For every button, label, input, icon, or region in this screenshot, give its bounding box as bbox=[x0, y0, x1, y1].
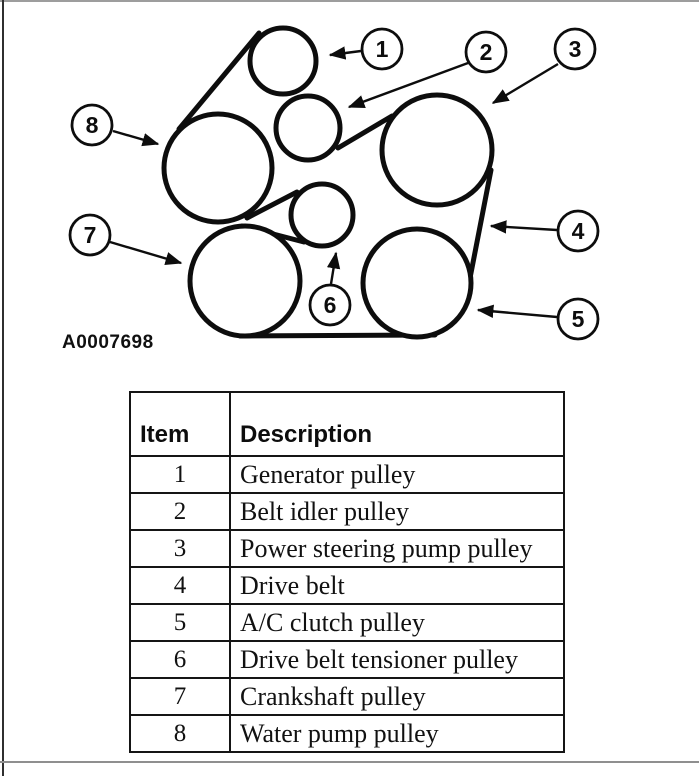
row-description: Generator pulley bbox=[229, 455, 565, 494]
legend-header-row: Item Description bbox=[129, 391, 565, 457]
belt-routing-diagram: 1 2 3 4 5 6 7 8 A0007698 bbox=[62, 25, 600, 353]
page-left-border bbox=[2, 0, 4, 776]
callout-6-label: 6 bbox=[324, 292, 337, 318]
row-description: Drive belt bbox=[229, 566, 565, 605]
callout-7-label: 7 bbox=[84, 222, 97, 248]
pulley-crankshaft bbox=[187, 223, 303, 339]
table-row: 7 Crankshaft pulley bbox=[129, 677, 565, 716]
callout-8-arrow bbox=[112, 129, 160, 147]
legend-header-item: Item bbox=[129, 391, 231, 457]
row-description: Power steering pump pulley bbox=[229, 529, 565, 568]
pulley-generator bbox=[247, 25, 319, 97]
row-description: Belt idler pulley bbox=[229, 492, 565, 531]
drive-belt-segment bbox=[335, 113, 395, 151]
callout-6-arrow bbox=[326, 251, 341, 285]
table-row: 4 Drive belt bbox=[129, 566, 565, 605]
callout-4-circle bbox=[556, 209, 600, 253]
table-row: 8 Water pump pulley bbox=[129, 714, 565, 753]
row-description: Crankshaft pulley bbox=[229, 677, 565, 716]
pulley-water-pump bbox=[161, 111, 275, 225]
callout-8-circle bbox=[70, 103, 114, 147]
callout-5-circle bbox=[556, 297, 600, 341]
legend-table: Item Description 1 Generator pulley 2 Be… bbox=[129, 391, 565, 753]
row-item-number: 1 bbox=[129, 455, 231, 494]
callout-7-circle bbox=[68, 213, 112, 257]
row-item-number: 5 bbox=[129, 603, 231, 642]
figure-code: A0007698 bbox=[62, 332, 154, 353]
row-description: Drive belt tensioner pulley bbox=[229, 640, 565, 679]
callout-2-arrow bbox=[347, 61, 469, 109]
drive-belt-segment bbox=[244, 189, 300, 221]
legend-header-description: Description bbox=[229, 391, 565, 457]
callout-3-label: 3 bbox=[569, 36, 582, 62]
row-item-number: 6 bbox=[129, 640, 231, 679]
table-row: 3 Power steering pump pulley bbox=[129, 529, 565, 568]
callout-3: 3 bbox=[553, 27, 597, 71]
row-item-number: 2 bbox=[129, 492, 231, 531]
callout-1-circle bbox=[360, 27, 404, 71]
callout-3-arrow bbox=[491, 62, 559, 105]
callout-2-circle bbox=[464, 30, 508, 74]
callout-1-arrow bbox=[328, 46, 362, 60]
callout-8-label: 8 bbox=[86, 112, 99, 138]
callout-1: 1 bbox=[360, 27, 404, 71]
callout-2: 2 bbox=[464, 30, 508, 74]
callout-3-circle bbox=[553, 27, 597, 71]
row-description: A/C clutch pulley bbox=[229, 603, 565, 642]
callout-4: 4 bbox=[556, 209, 600, 253]
callout-4-label: 4 bbox=[572, 218, 585, 244]
callout-7: 7 bbox=[68, 213, 112, 257]
drive-belt-segment bbox=[176, 30, 262, 132]
callout-6-circle bbox=[308, 283, 352, 327]
row-description: Water pump pulley bbox=[229, 714, 565, 753]
pulley-belt-idler bbox=[273, 93, 343, 163]
pulley-power-steering-pump bbox=[379, 92, 495, 208]
row-item-number: 8 bbox=[129, 714, 231, 753]
table-row: 6 Drive belt tensioner pulley bbox=[129, 640, 565, 679]
callout-5: 5 bbox=[556, 297, 600, 341]
callout-2-label: 2 bbox=[480, 39, 493, 65]
callout-5-arrow bbox=[476, 304, 558, 319]
legend-table-wrapper: Item Description 1 Generator pulley 2 Be… bbox=[129, 391, 565, 753]
table-row: 5 A/C clutch pulley bbox=[129, 603, 565, 642]
callout-1-label: 1 bbox=[376, 36, 389, 62]
row-item-number: 3 bbox=[129, 529, 231, 568]
callout-8: 8 bbox=[70, 103, 114, 147]
callout-6: 6 bbox=[308, 283, 352, 327]
pulley-ac-clutch bbox=[360, 226, 474, 340]
callout-4-arrow bbox=[489, 220, 558, 234]
callout-5-label: 5 bbox=[572, 306, 585, 332]
pulley-drive-belt-tensioner bbox=[288, 181, 356, 249]
row-item-number: 7 bbox=[129, 677, 231, 716]
callout-7-arrow bbox=[109, 240, 183, 266]
row-item-number: 4 bbox=[129, 566, 231, 605]
page-top-border bbox=[0, 0, 699, 2]
page-bottom-border bbox=[0, 761, 699, 763]
table-row: 1 Generator pulley bbox=[129, 455, 565, 494]
table-row: 2 Belt idler pulley bbox=[129, 492, 565, 531]
